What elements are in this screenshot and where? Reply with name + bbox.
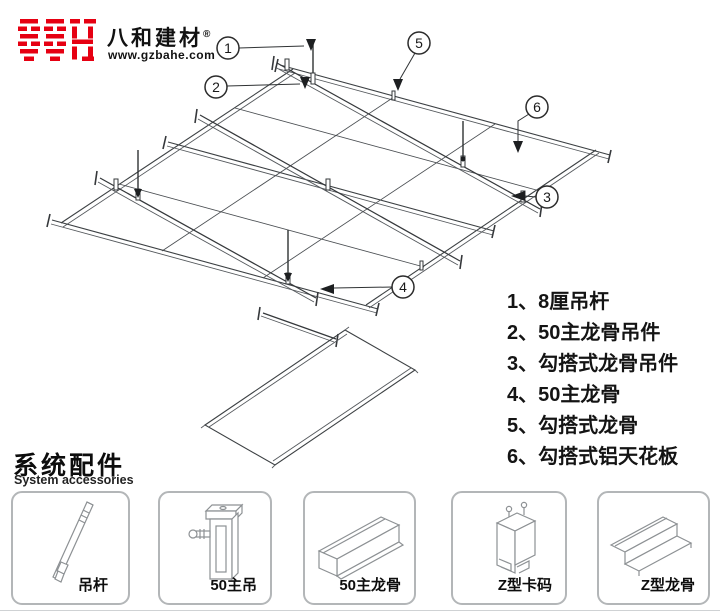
accessory-label-z-runner: Z型龙骨 bbox=[640, 577, 695, 594]
company-logo: 八和建材® www.gzbahe.com bbox=[18, 16, 278, 76]
accessories-title: 系统配件 bbox=[13, 452, 126, 480]
callout-1: 1 bbox=[216, 36, 316, 60]
legend-item-6: 6、勾搭式铝天花板 bbox=[507, 446, 679, 468]
detached-runner bbox=[257, 306, 339, 348]
legend-item-5: 5、勾搭式龙骨 bbox=[507, 415, 639, 437]
main-runner-drawing bbox=[317, 516, 405, 580]
callout-4-number: 4 bbox=[399, 279, 407, 295]
callout-6-number: 6 bbox=[533, 99, 541, 115]
accessory-label-z-clip: Z型卡码 bbox=[497, 577, 552, 594]
registered-mark: ® bbox=[203, 29, 211, 40]
z-rail-bottom bbox=[46, 213, 380, 317]
website-url: www.gzbahe.com bbox=[108, 48, 216, 62]
bottom-divider bbox=[0, 610, 720, 611]
z-runner-drawing bbox=[609, 516, 693, 576]
accessory-box-z-runner: Z型龙骨 bbox=[597, 491, 710, 605]
legend-item-4: 4、50主龙骨 bbox=[507, 384, 621, 406]
callout-2-number: 2 bbox=[212, 79, 220, 95]
parts-legend: 1、8厘吊杆 2、50主龙骨吊件 3、勾搭式龙骨吊件 4、50主龙骨 5、勾搭式… bbox=[507, 287, 717, 473]
callout-5: 5 bbox=[393, 31, 431, 91]
legend-item-2: 2、50主龙骨吊件 bbox=[507, 322, 661, 344]
accessory-box-main-runner: 50主龙骨 bbox=[303, 491, 416, 605]
accessory-label-rod: 吊杆 bbox=[77, 577, 108, 594]
callout-3: 3 bbox=[511, 185, 559, 209]
main-runner-bottom bbox=[94, 170, 319, 307]
z-rail-top bbox=[274, 58, 612, 164]
accessory-label-main-hanger: 50主吊 bbox=[210, 577, 257, 594]
legend-item-3: 3、勾搭式龙骨吊件 bbox=[507, 353, 679, 375]
accessory-label-main-runner: 50主龙骨 bbox=[339, 577, 401, 594]
ceiling-panel bbox=[200, 326, 419, 469]
ceiling-system-diagram: 1 2 5 6 3 bbox=[46, 31, 612, 469]
legend-item-1: 1、8厘吊杆 bbox=[507, 291, 610, 313]
callout-2: 2 bbox=[204, 75, 310, 99]
panel-seams bbox=[118, 96, 541, 279]
logo-mark bbox=[18, 19, 96, 61]
accessory-box-main-hanger: 50主吊 bbox=[158, 491, 272, 605]
hanger-rods bbox=[134, 42, 466, 282]
z-clip-drawing bbox=[495, 501, 537, 574]
accessory-box-z-clip: Z型卡码 bbox=[451, 491, 567, 605]
callout-4: 4 bbox=[320, 275, 415, 299]
accessory-box-rod: 吊杆 bbox=[11, 491, 130, 605]
rod-drawing bbox=[52, 501, 94, 583]
brand-text: 八和建材 bbox=[107, 27, 203, 50]
brand-name: 八和建材® bbox=[107, 22, 210, 52]
callout-6: 6 bbox=[513, 95, 549, 153]
callout-3-number: 3 bbox=[543, 189, 551, 205]
main-hanger-drawing bbox=[188, 503, 244, 581]
accessories-subtitle: System accessories bbox=[14, 473, 134, 487]
callout-5-number: 5 bbox=[415, 35, 423, 51]
callout-1-number: 1 bbox=[224, 40, 232, 56]
